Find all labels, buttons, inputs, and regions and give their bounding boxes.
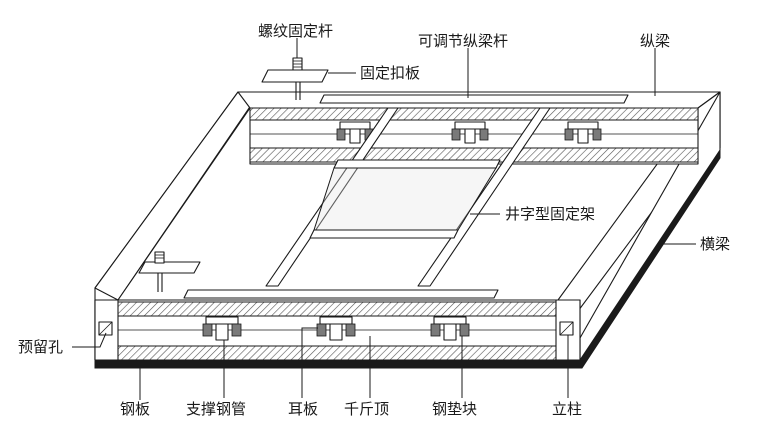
jack-back-2	[451, 121, 489, 144]
jack-front-3	[430, 316, 470, 341]
column-front-left	[94, 299, 119, 361]
label-threaded-rod: 螺纹固定杆	[258, 22, 333, 40]
label-steel-plate: 钢板	[120, 400, 150, 418]
label-steel-shim: 钢垫块	[432, 400, 477, 418]
label-longitudinal-beam: 纵梁	[640, 32, 670, 50]
label-column: 立柱	[552, 400, 582, 418]
adjustable-rods	[183, 94, 629, 299]
label-reserved-hole: 预留孔	[18, 338, 63, 356]
jack-front-2	[316, 316, 356, 341]
label-clamp-plate: 固定扣板	[360, 64, 420, 82]
jack-front-1	[202, 316, 242, 341]
leader-lines	[72, 38, 696, 400]
jack-back-3	[564, 121, 602, 144]
front-jacks	[202, 316, 470, 341]
well-frame	[265, 107, 551, 287]
label-support-pipe: 支撑钢管	[186, 400, 246, 418]
threaded-rod-front	[138, 251, 201, 292]
back-jacks	[336, 121, 602, 144]
label-adjustable-rod: 可调节纵梁杆	[418, 32, 508, 50]
label-cross-beam: 横梁	[700, 235, 730, 253]
label-ear-plate: 耳板	[288, 400, 318, 418]
label-jack: 千斤顶	[344, 400, 389, 418]
labels: 螺纹固定杆 固定扣板 可调节纵梁杆 纵梁 井字型固定架 横梁 预留孔 钢板 支撑…	[18, 22, 730, 418]
label-well-frame: 井字型固定架	[505, 205, 595, 223]
threaded-rod-back	[261, 57, 329, 100]
